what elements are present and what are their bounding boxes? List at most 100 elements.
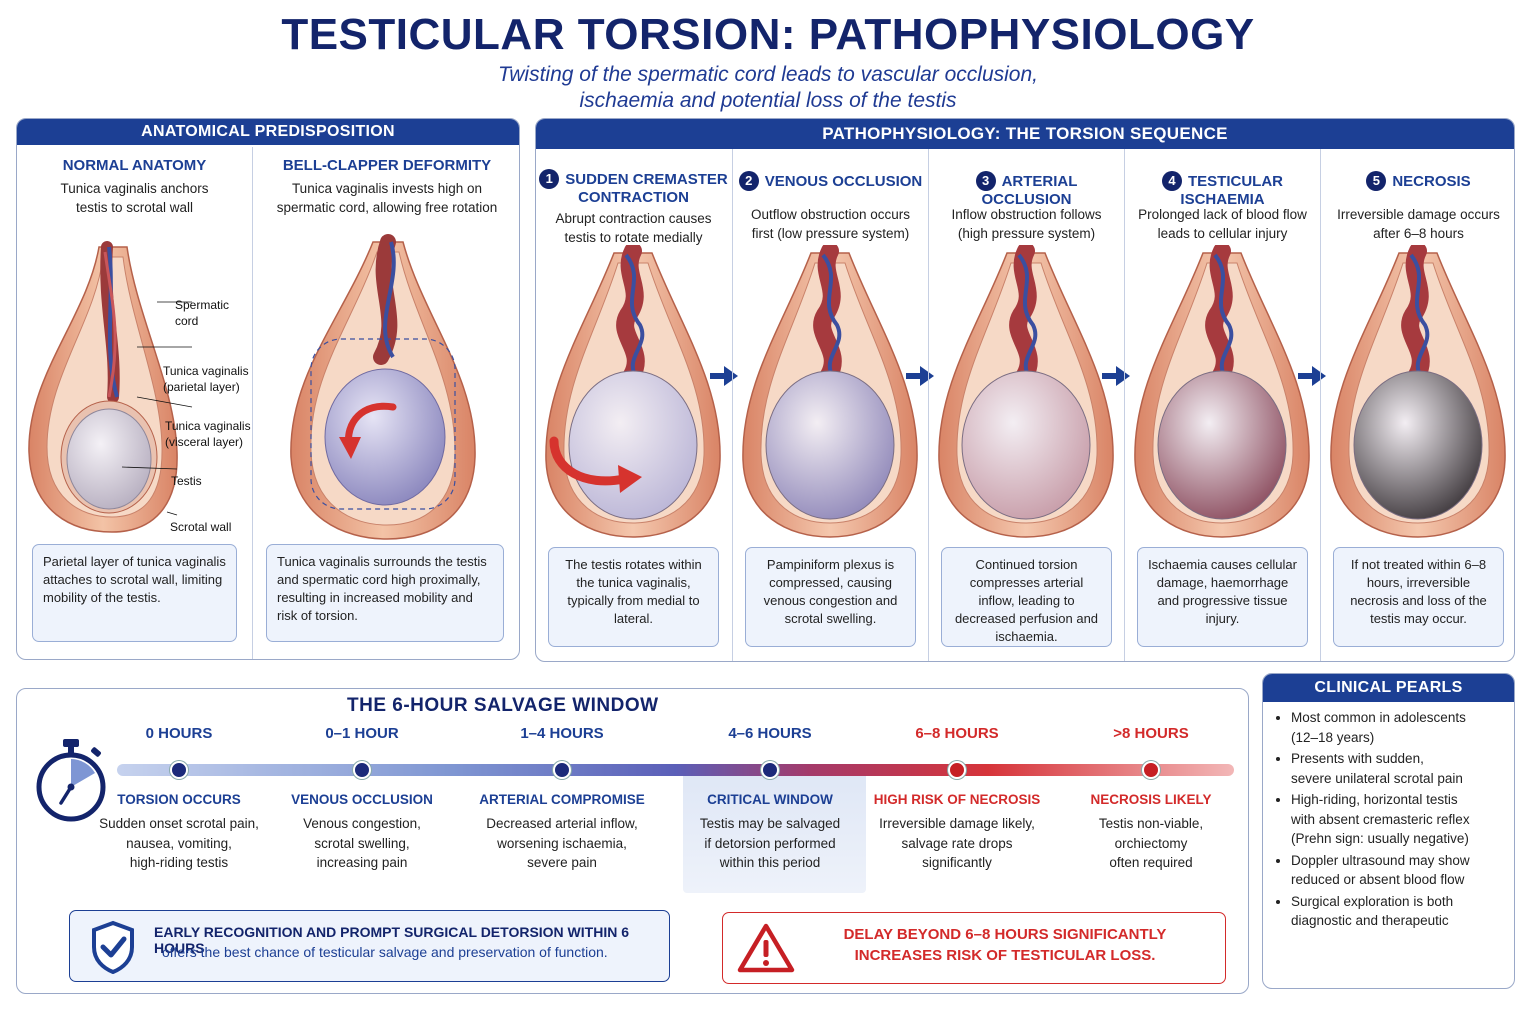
milestone-desc-line: within this period: [719, 855, 821, 870]
step-note: Continued torsion compresses arterial in…: [941, 547, 1112, 647]
step-title-line-1: SUDDEN CREMASTER: [565, 171, 728, 188]
bell-clapper-note: Tunica vaginalis surrounds the testis an…: [266, 544, 504, 642]
bell-clapper-column: BELL-CLAPPER DEFORMITY Tunica vaginalis …: [253, 147, 519, 659]
milestone-dot: [761, 761, 779, 779]
step-description: Abrupt contraction causes testis to rota…: [536, 209, 731, 247]
page-title: TESTICULAR TORSION: PATHOPHYSIOLOGY: [281, 10, 1255, 59]
clinical-pearl-item: Presents with sudden, severe unilateral s…: [1291, 749, 1506, 788]
step-description: Irreversible damage occurs after 6–8 hou…: [1321, 205, 1514, 243]
step-illustration: [742, 245, 918, 538]
subtitle-line-2: ischaemia and potential loss of the test…: [579, 89, 957, 112]
milestone-desc-line: salvage rate drops: [901, 835, 1013, 851]
milestone-desc-line: Decreased arterial inflow,: [486, 816, 638, 831]
step-title-line-1: VENOUS OCCLUSION: [764, 173, 923, 190]
step-desc-line-1: Prolonged lack of blood flow: [1138, 207, 1307, 222]
shield-check-icon: [92, 920, 134, 974]
normal-anatomy-column: NORMAL ANATOMY Tunica vaginalis anchors …: [17, 147, 252, 659]
sequence-arrow-icon: [906, 365, 936, 387]
milestone-description: Testis non-viable, orchiectomy often req…: [1056, 814, 1246, 873]
step-desc-line-2: first (low pressure system): [751, 226, 910, 241]
step-title-line-1: ARTERIAL OCCLUSION: [981, 173, 1078, 208]
milestone-desc-line: often required: [1109, 855, 1193, 870]
clinical-pearl-line: High-riding, horizontal testis: [1291, 792, 1458, 807]
column-divider: [252, 147, 253, 659]
milestone-description: Sudden onset scrotal pain, nausea, vomit…: [84, 814, 274, 873]
label-testis: Testis: [171, 474, 202, 488]
step-desc-line-1: Abrupt contraction causes: [555, 211, 712, 226]
predisposition-panel: ANATOMICAL PREDISPOSITION NORMAL ANATOMY…: [16, 118, 520, 660]
milestone-event: TORSION OCCURS: [117, 792, 241, 807]
critical-window-highlight: [683, 775, 866, 893]
milestone-dot: [948, 761, 966, 779]
step-number-badge: 1: [539, 169, 560, 189]
step-title: 2 VENOUS OCCLUSION: [733, 171, 928, 191]
sequence-column-divider: [928, 149, 929, 661]
step-number-badge: 2: [738, 171, 759, 191]
warning-triangle-icon: [737, 923, 795, 973]
step-description: Inflow obstruction follows (high pressur…: [929, 205, 1124, 243]
clinical-pearl-line: Most common in adolescents: [1291, 710, 1466, 725]
milestone-desc-line: increasing pain: [316, 855, 408, 870]
salvage-window-heading: THE 6-HOUR SALVAGE WINDOW: [347, 695, 659, 716]
clinical-pearl-line: severe unilateral scrotal pain: [1291, 770, 1463, 786]
milestone-desc-line: high-riding testis: [129, 855, 229, 870]
clinical-pearl-line: (Prehn sign: usually negative): [1291, 831, 1469, 846]
normal-anatomy-desc: Tunica vaginalis anchors testis to scrot…: [17, 179, 252, 217]
step-number-badge: 5: [1366, 171, 1387, 191]
milestone-dot: [353, 761, 371, 779]
step-title-line-1: TESTICULAR ISCHAEMIA: [1180, 173, 1283, 208]
milestone-dot: [553, 761, 571, 779]
clinical-pearl-item: Most common in adolescents (12–18 years): [1291, 708, 1506, 747]
clinical-pearl-line: Surgical exploration is both: [1291, 893, 1454, 909]
milestone-hour: 6–8 HOURS: [915, 725, 999, 742]
predisposition-heading: ANATOMICAL PREDISPOSITION: [17, 119, 519, 145]
normal-anatomy-illustration: [28, 241, 193, 533]
milestone-dot: [1142, 761, 1160, 779]
sequence-arrow-icon: [710, 365, 740, 387]
milestone-hour: 0–1 HOUR: [325, 725, 399, 742]
step-illustration: [1330, 245, 1506, 538]
delay-warning-box: DELAY BEYOND 6–8 HOURS SIGNIFICANTLY INC…: [722, 912, 1226, 984]
delay-warning-line-1: DELAY BEYOND 6–8 HOURS SIGNIFICANTLY: [843, 926, 1167, 943]
clinical-pearl-item: Surgical exploration is both diagnostic a…: [1291, 892, 1506, 931]
bell-desc-line-2: spermatic cord, allowing free rotation: [276, 200, 498, 215]
milestone-desc-line: Testis may be salvaged: [699, 816, 841, 831]
milestone-desc-line: orchiectomy: [1114, 835, 1188, 851]
step-desc-line-2: leads to cellular injury: [1157, 226, 1288, 241]
step-number-badge: 4: [1162, 171, 1182, 191]
label-scrotal-wall: Scrotal wall: [170, 520, 232, 534]
delay-warning-line-2: INCREASES RISK OF TESTICULAR LOSS.: [854, 947, 1156, 964]
early-detorsion-text: offers the best chance of testicular sal…: [162, 944, 608, 960]
milestone-desc-line: Testis non-viable,: [1098, 816, 1204, 831]
label-tunica-visceral: Tunica vaginalis(visceral layer): [165, 419, 251, 449]
bell-clapper-illustration: [290, 234, 476, 540]
label-tunica-parietal: Tunica vaginalis(parietal layer): [163, 364, 249, 394]
clinical-pearl-line: reduced or absent blood flow: [1291, 872, 1465, 887]
step-desc-line-1: Inflow obstruction follows: [951, 207, 1102, 222]
normal-desc-line-1: Tunica vaginalis anchors: [60, 181, 209, 196]
clinical-pearl-item: High-riding, horizontal testis with absen…: [1291, 790, 1506, 849]
sequence-arrow-icon: [1298, 365, 1328, 387]
clinical-pearls-panel: CLINICAL PEARLS Most common in adolescen…: [1262, 673, 1515, 989]
early-detorsion-title: EARLY RECOGNITION AND PROMPT SURGICAL DE…: [154, 924, 630, 956]
milestone-dot: [170, 761, 188, 779]
clinical-pearl-line: (12–18 years): [1291, 729, 1375, 745]
stopwatch-icon: [36, 739, 106, 822]
milestone-desc-line: Sudden onset scrotal pain,: [99, 816, 259, 831]
milestone-desc-line: scrotal swelling,: [314, 835, 410, 851]
bell-desc-line-1: Tunica vaginalis invests high on: [291, 181, 483, 196]
torsion-sequence-heading: PATHOPHYSIOLOGY: THE TORSION SEQUENCE: [536, 119, 1514, 149]
clinical-pearl-line: diagnostic and therapeutic: [1291, 913, 1449, 928]
clinical-pearls-list: Most common in adolescents (12–18 years) P…: [1291, 708, 1506, 933]
normal-anatomy-note: Parietal layer of tunica vaginalis attac…: [32, 544, 237, 642]
milestone-hour: 0 HOURS: [145, 725, 213, 742]
milestone-event: NECROSIS LIKELY: [1090, 792, 1212, 807]
clinical-pearl-line: Presents with sudden,: [1291, 751, 1424, 766]
milestone-description: Decreased arterial inflow, worsening isc…: [467, 814, 657, 873]
clinical-pearl-line: with absent cremasteric reflex: [1291, 811, 1470, 827]
milestone-description: Venous congestion, scrotal swelling, inc…: [267, 814, 457, 873]
